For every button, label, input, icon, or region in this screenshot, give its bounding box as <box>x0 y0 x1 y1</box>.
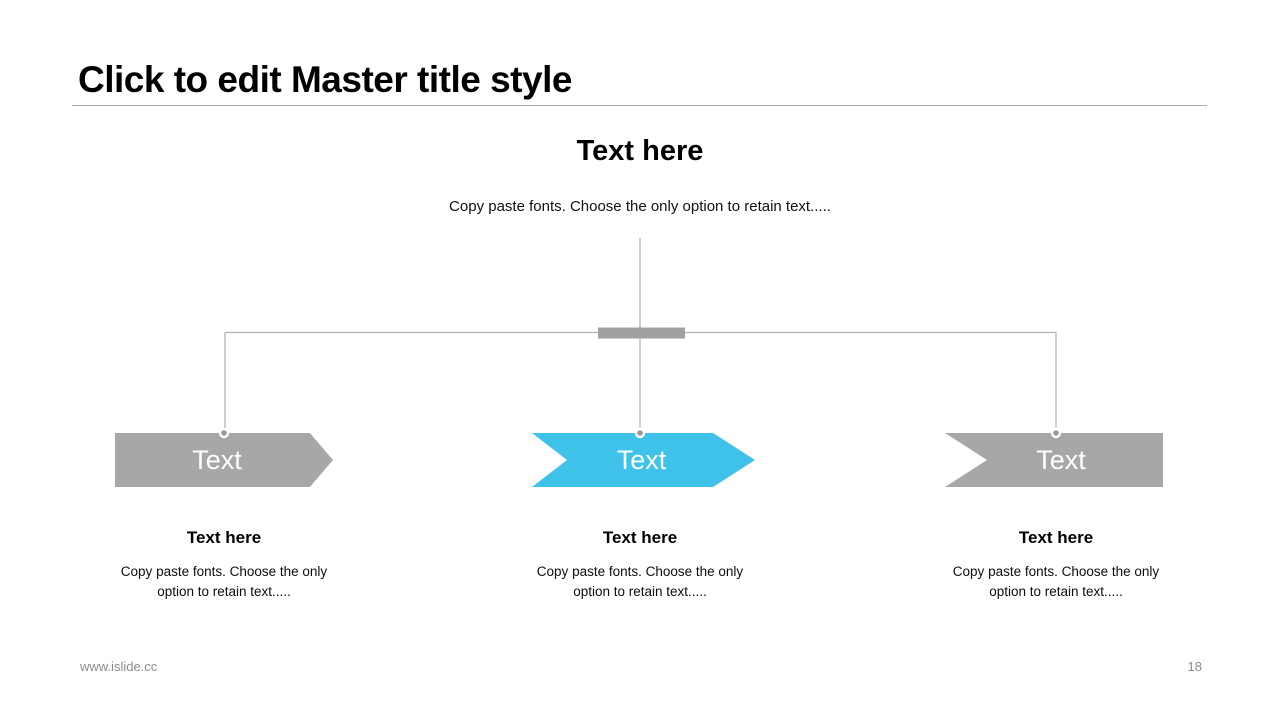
step-caption-3[interactable]: Text here Copy paste fonts. Choose the o… <box>926 528 1186 602</box>
process-arrow-2-label: Text <box>616 444 667 475</box>
step-caption-1-body: Copy paste fonts. Choose the only option… <box>120 564 328 599</box>
step-caption-2-body: Copy paste fonts. Choose the only option… <box>536 564 744 599</box>
connector-center-bar <box>598 327 685 339</box>
step-caption-2[interactable]: Text here Copy paste fonts. Choose the o… <box>510 528 770 602</box>
process-arrow-1[interactable]: Text <box>115 433 333 487</box>
step-caption-3-heading: Text here <box>1018 528 1094 547</box>
step-caption-1[interactable]: Text here Copy paste fonts. Choose the o… <box>94 528 354 602</box>
slide-title[interactable]: Click to edit Master title style <box>78 59 572 100</box>
footer-page-number: 18 <box>1187 659 1202 674</box>
section-subtitle[interactable]: Copy paste fonts. Choose the only option… <box>449 198 831 215</box>
step-caption-1-heading: Text here <box>186 528 262 547</box>
title-underline-rule <box>72 105 1207 106</box>
section-heading[interactable]: Text here <box>576 135 704 167</box>
footer-website: www.islide.cc <box>80 659 158 674</box>
step-caption-3-body: Copy paste fonts. Choose the only option… <box>952 564 1160 599</box>
process-arrow-2[interactable]: Text <box>532 433 755 487</box>
process-arrow-3-label: Text <box>1036 444 1086 475</box>
process-arrow-1-label: Text <box>192 444 242 475</box>
step-caption-2-heading: Text here <box>602 528 678 547</box>
process-arrow-3[interactable]: Text <box>945 433 1163 487</box>
